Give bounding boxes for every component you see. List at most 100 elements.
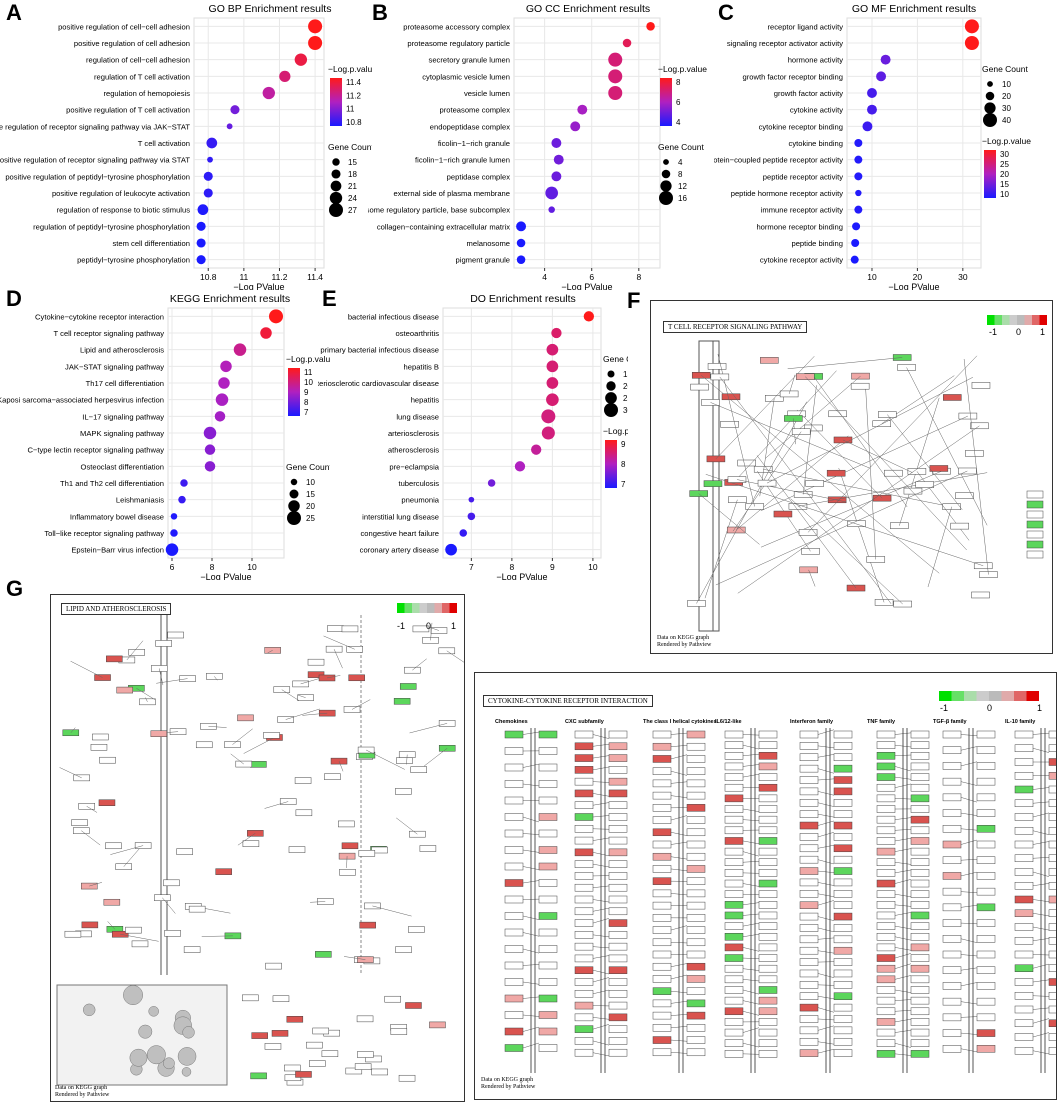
- receptor-node: [686, 791, 706, 800]
- receptor-node: [608, 1048, 628, 1057]
- gene-node: [116, 686, 133, 694]
- receptor-node: [833, 799, 853, 807]
- receptor-node: [833, 958, 853, 966]
- bp-category-label: regulation of peptidyl−tyrosine phosphor…: [33, 222, 190, 231]
- gene-node: [850, 382, 870, 390]
- do-category-label: arteriosclerotic cardiovascular disease: [318, 379, 439, 388]
- gene-node: [359, 921, 376, 929]
- receptor-node: [976, 840, 996, 849]
- pathway-edge: [960, 1016, 978, 1018]
- pathway-colorbar-cell: [1032, 315, 1040, 325]
- pathway-edge: [285, 708, 320, 720]
- gene-node: [687, 600, 706, 607]
- ligand-node: [876, 911, 896, 920]
- gene-node: [805, 480, 824, 487]
- pathway-edge: [817, 937, 835, 940]
- cc-data-point: [622, 38, 632, 48]
- pathway-edge: [281, 689, 300, 701]
- receptor-node: [1048, 950, 1056, 959]
- mf-size-legend-dot: [984, 102, 996, 114]
- pathway-edge: [742, 933, 760, 937]
- ligand-node: [1014, 992, 1034, 1000]
- pathway-edge: [670, 1001, 688, 1004]
- pathway-edge: [817, 859, 835, 865]
- cytokine-family-label: Chemokines: [495, 719, 528, 725]
- cc-x-tick-label: 4: [542, 272, 547, 282]
- receptor-node: [1048, 868, 1056, 876]
- ligand-node: [942, 825, 962, 833]
- mf-data-point: [854, 205, 863, 214]
- gene-node: [106, 655, 123, 663]
- receptor-node: [910, 1007, 930, 1016]
- pathway-edge: [522, 783, 540, 787]
- mf-data-point: [852, 222, 861, 231]
- pathway-colorbar-cell: [1017, 315, 1025, 325]
- receptor-node: [833, 844, 853, 853]
- receptor-node: [758, 996, 778, 1005]
- kegg-data-point: [204, 444, 216, 455]
- pathway-edge: [894, 963, 912, 969]
- mf-category-label: receptor ligand activity: [767, 22, 843, 31]
- pathway-edge: [960, 812, 978, 816]
- gene-node: [358, 850, 376, 857]
- ligand-node: [942, 966, 962, 974]
- ligand-node: [574, 1001, 594, 1010]
- ligand-node: [1014, 758, 1034, 766]
- gene-node: [312, 1027, 329, 1035]
- gene-node: [929, 465, 949, 472]
- ligand-node: [724, 837, 744, 845]
- pathway-diagram-f: T CELL RECEPTOR SIGNALING PATHWAY -1 0 1…: [650, 300, 1053, 654]
- ligand-node: [724, 996, 744, 1005]
- cc-chart-title: GO CC Enrichment results: [526, 3, 650, 15]
- pathway-edge: [715, 470, 968, 586]
- panel-letter-d: D: [6, 286, 22, 311]
- bp-size-legend-dot: [332, 158, 340, 166]
- receptor-node: [833, 1015, 853, 1023]
- ligand-node: [574, 978, 594, 986]
- pathway-edge: [894, 754, 912, 756]
- pathway-edge: [715, 356, 815, 460]
- receptor-node: [758, 879, 778, 888]
- receptor-node: [910, 1028, 930, 1037]
- gene-node: [419, 845, 437, 852]
- receptor-node: [833, 810, 853, 818]
- receptor-node: [608, 883, 628, 892]
- receptor-node: [1048, 923, 1056, 931]
- ligand-node: [799, 912, 819, 921]
- pathway-edge: [894, 829, 912, 831]
- pathway-g-graph: [56, 603, 464, 1086]
- pathway-edge: [817, 870, 835, 873]
- gene-node: [345, 1067, 363, 1075]
- pathway-edge: [742, 902, 760, 906]
- receptor-node: [833, 787, 853, 796]
- do-color-legend-title: −Log.p.value: [603, 426, 628, 436]
- kegg-category-label: Inflammatory bowel disease: [70, 512, 164, 521]
- ligand-node: [1014, 964, 1034, 972]
- pathway-edge: [592, 815, 610, 818]
- pathway-edge: [351, 699, 371, 710]
- pathway-colorbar-cell: [419, 603, 427, 613]
- pathway-edge: [894, 869, 912, 874]
- cell-illustration: [177, 1047, 197, 1066]
- receptor-node: [1048, 799, 1056, 807]
- pathway-edge: [797, 472, 988, 507]
- ligand-node: [876, 1028, 896, 1037]
- pathway-edge: [817, 1049, 835, 1054]
- pathway-edge: [297, 694, 306, 698]
- pathway-edge: [787, 357, 903, 370]
- ligand-node: [1014, 882, 1034, 890]
- mf-category-label: hormone receptor binding: [756, 222, 843, 231]
- pathway-edge: [1032, 830, 1050, 835]
- receptor-node: [758, 752, 778, 760]
- ligand-node: [724, 1050, 744, 1058]
- receptor-node: [608, 813, 628, 821]
- mf-x-axis-label: −Log PValue: [888, 282, 939, 290]
- ligand-node: [799, 878, 819, 887]
- ligand-node: [652, 1011, 672, 1020]
- gene-node: [125, 926, 142, 934]
- kegg-size-legend-dot: [288, 500, 300, 512]
- receptor-node: [833, 742, 853, 750]
- pathway-edge: [894, 879, 912, 884]
